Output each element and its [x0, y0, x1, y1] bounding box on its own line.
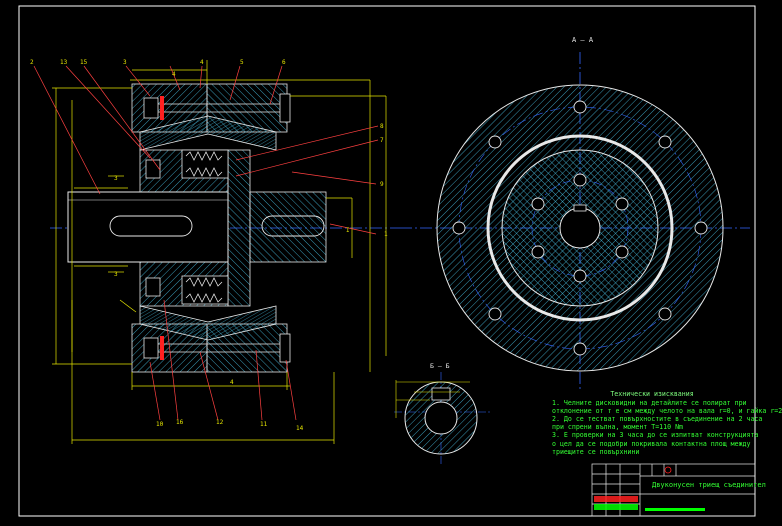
- notes-line: 2. До се тестват повърхностите в съедине…: [552, 415, 763, 424]
- notes-line: отклонение от т е см между челото на вал…: [552, 407, 782, 416]
- bb-bore: [424, 401, 458, 435]
- upper-washer: [160, 96, 164, 120]
- callout-2: 2: [30, 59, 34, 66]
- callout-9: 9: [380, 181, 384, 188]
- notes-line: 1. Челните дисковидни на детайлите се по…: [552, 399, 747, 408]
- upper-bolt: [143, 93, 291, 123]
- callout-13: 13: [60, 59, 68, 66]
- lower-bolt: [143, 333, 291, 363]
- callout-15: 15: [80, 59, 88, 66]
- bb-keyway: [431, 387, 451, 401]
- callout-12: 12: [216, 419, 224, 426]
- view-aa: А – А: [400, 36, 750, 392]
- dim-mark-3-lower: 3: [114, 271, 118, 278]
- callout-3: 3: [123, 59, 127, 66]
- callout-16: 16: [176, 419, 184, 426]
- callout-10: 10: [156, 421, 164, 428]
- notes-title: Технически изисквания: [610, 390, 694, 398]
- view-bb: Б – Б: [394, 362, 490, 466]
- bore-keyway: [573, 204, 587, 212]
- notes-line: о цел да се подобри покривала контактна …: [552, 439, 751, 448]
- hub-bolts: [145, 159, 161, 297]
- title-block-green-stripe: [594, 504, 638, 510]
- callout-7: 7: [380, 137, 384, 144]
- view-bb-label: Б – Б: [430, 362, 450, 370]
- right-hub-boss: [249, 191, 327, 263]
- title-block-name: Двуконусен триещ съединител: [652, 481, 766, 489]
- drawing-frame: [18, 5, 756, 517]
- callout-1: 1: [384, 231, 388, 238]
- dim-mark-i: I: [346, 227, 350, 234]
- technical-notes: Технически изисквания 1. Челните дискови…: [552, 390, 782, 456]
- view-aa-label: А – А: [572, 36, 594, 44]
- title-block: [591, 463, 756, 517]
- dim-mark-4-upper: 4: [172, 71, 176, 78]
- title-block-green-bar: [645, 508, 705, 511]
- left-shaft: [67, 191, 229, 263]
- groove-outer: [486, 134, 674, 322]
- notes-line: при спрени вълна, момент T=110 Nm: [552, 423, 684, 432]
- upper-spring: [181, 149, 229, 179]
- title-block-red-stripe: [594, 496, 638, 502]
- lower-washer: [160, 336, 164, 360]
- callout-8: 8: [380, 123, 384, 130]
- main-section-view: 2 13 15 3 4 5 6 8 7 9 1 10 16 12 11 14 3…: [30, 59, 400, 444]
- inner-bolt-holes: [531, 173, 629, 283]
- cad-drawing: 2 13 15 3 4 5 6 8 7 9 1 10 16 12 11 14 3…: [18, 5, 756, 517]
- callout-5: 5: [240, 59, 244, 66]
- notes-line: триещите се повърхнини: [552, 447, 640, 456]
- lower-spring: [181, 275, 229, 305]
- callout-6: 6: [282, 59, 286, 66]
- title-block-symbol: [664, 466, 672, 474]
- dim-mark-4-lower: 4: [230, 379, 234, 386]
- notes-line: 3. Е проверки на 3 часа до се изпитват к…: [552, 431, 759, 440]
- right-shaft-keyway: [261, 215, 325, 237]
- central-bore: [559, 207, 601, 249]
- outer-bolt-holes: [452, 100, 708, 356]
- dim-mark-3-upper: 3: [114, 175, 118, 182]
- callout-4: 4: [200, 59, 204, 66]
- callout-11: 11: [260, 421, 268, 428]
- left-shaft-keyway: [109, 215, 193, 237]
- lower-cone: [139, 305, 277, 341]
- callout-leaders: [33, 65, 379, 421]
- dimensions: [52, 60, 387, 444]
- callout-14: 14: [296, 425, 304, 432]
